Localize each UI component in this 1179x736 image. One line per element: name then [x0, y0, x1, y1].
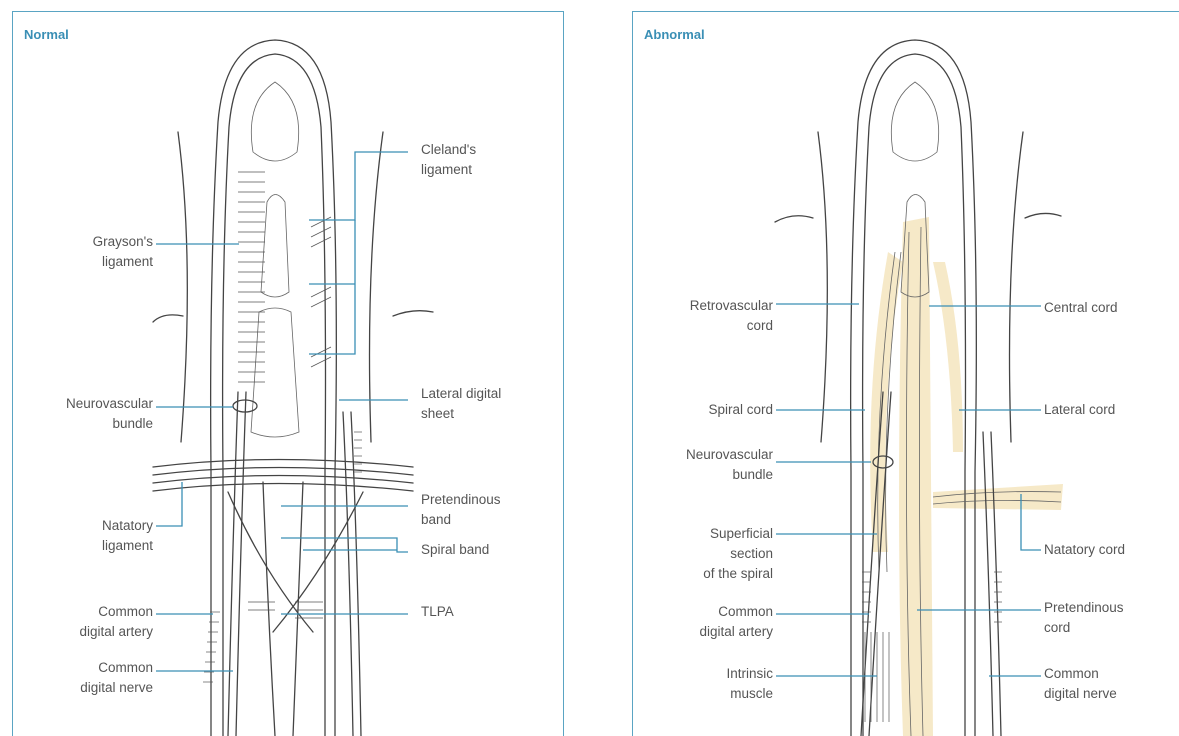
label-retrovascular-cord: Retrovascular cord: [653, 296, 773, 336]
panel-normal: Normal: [12, 11, 564, 736]
label-common-digital-artery-abnormal: Common digital artery: [653, 602, 773, 642]
label-neurovascular-bundle: Neurovascular bundle: [33, 394, 153, 434]
label-pretendinous-cord: Pretendinous cord: [1044, 598, 1124, 638]
label-clelands-ligament: Cleland's ligament: [421, 140, 476, 180]
label-natatory-ligament: Natatory ligament: [53, 516, 153, 556]
label-common-digital-nerve-abnormal: Common digital nerve: [1044, 664, 1117, 704]
label-spiral-cord: Spiral cord: [653, 400, 773, 420]
label-tlpa: TLPA: [421, 602, 454, 622]
label-central-cord: Central cord: [1044, 298, 1118, 318]
label-graysons-ligament: Grayson's ligament: [53, 232, 153, 272]
label-intrinsic-muscle: Intrinsic muscle: [653, 664, 773, 704]
label-common-digital-artery: Common digital artery: [33, 602, 153, 642]
label-pretendinous-band: Pretendinous band: [421, 490, 501, 530]
label-neurovascular-bundle-abnormal: Neurovascular bundle: [653, 445, 773, 485]
label-spiral-band: Spiral band: [421, 540, 489, 560]
panel-abnormal: Abnormal: [632, 11, 1179, 736]
label-superficial-section-spiral: Superficial section of the spiral: [653, 524, 773, 584]
label-natatory-cord: Natatory cord: [1044, 540, 1125, 560]
label-lateral-digital-sheet: Lateral digital sheet: [421, 384, 501, 424]
label-common-digital-nerve: Common digital nerve: [33, 658, 153, 698]
label-lateral-cord: Lateral cord: [1044, 400, 1115, 420]
